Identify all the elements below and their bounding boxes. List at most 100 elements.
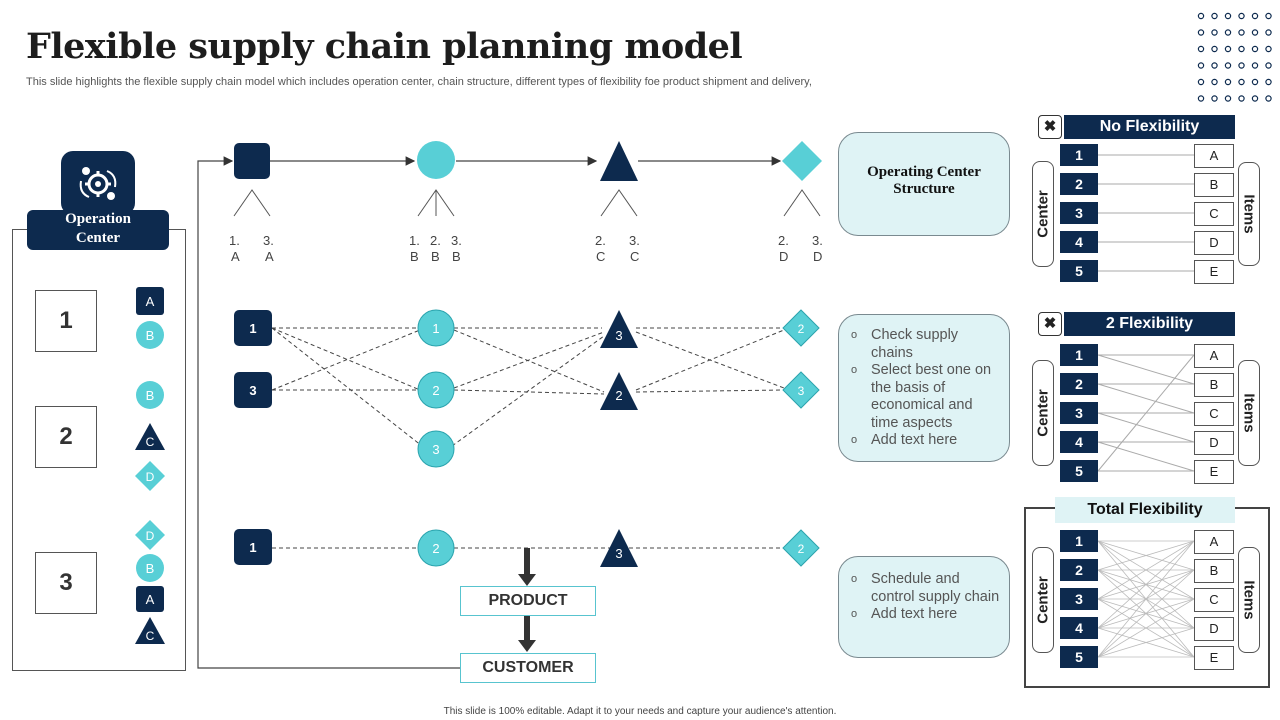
- item-letter: B: [1194, 559, 1234, 583]
- decorative-dot: [1211, 62, 1218, 69]
- svg-text:D: D: [146, 470, 155, 484]
- item-letter: C: [1194, 588, 1234, 612]
- decorative-dot: [1197, 29, 1205, 36]
- svg-text:2: 2: [432, 541, 439, 556]
- flow-connector: [197, 156, 460, 669]
- close-icon: ✖: [1038, 115, 1062, 139]
- center-number: 5: [1060, 460, 1098, 482]
- network-triangle-3: 3: [600, 310, 638, 348]
- decorative-dot: [1238, 12, 1245, 20]
- shape-circle-b: B: [136, 321, 164, 349]
- center-number-1: 1: [35, 290, 97, 352]
- item-letter: C: [1194, 202, 1234, 226]
- center-number: 5: [1060, 260, 1098, 282]
- decorative-dot: [1238, 78, 1245, 86]
- svg-text:3.: 3.: [812, 233, 823, 248]
- decorative-dot: [1265, 12, 1272, 20]
- top-square-node: [234, 143, 270, 179]
- decorative-dot: [1265, 62, 1272, 69]
- decorative-dot: [1211, 12, 1218, 20]
- svg-text:1.: 1.: [229, 233, 240, 248]
- page-title: Flexible supply chain planning model: [26, 26, 743, 67]
- two-flex-links: [1097, 354, 1195, 472]
- item-letter: A: [1194, 344, 1234, 368]
- top-circle-node: [417, 141, 455, 179]
- svg-text:1: 1: [249, 321, 256, 336]
- center-side-label: Center: [1032, 360, 1054, 466]
- item-letter: E: [1194, 260, 1234, 284]
- svg-text:A: A: [231, 249, 240, 264]
- decorative-dot: [1224, 29, 1232, 36]
- item-letter: D: [1194, 431, 1234, 455]
- svg-text:3: 3: [615, 328, 622, 343]
- decorative-dot: [1238, 45, 1245, 53]
- chain-notes-list: Schedule and control supply chain Add te…: [839, 571, 1009, 624]
- customer-box: CUSTOMER: [460, 653, 596, 683]
- chain-diamond-2: 2: [782, 529, 820, 567]
- decorative-dot: [1197, 62, 1205, 69]
- svg-text:2.: 2.: [430, 233, 441, 248]
- top-tags: 1. A 3. A 1. B 2. B 3. B 2. C 3. C 2. D …: [229, 233, 823, 264]
- gears-hands-icon: [79, 167, 117, 200]
- decorative-dot: [1265, 95, 1272, 102]
- list-item: Schedule and control supply chain: [851, 571, 1001, 606]
- list-item: Select best one on the basis of economic…: [851, 362, 1001, 432]
- item-letter: E: [1194, 460, 1234, 484]
- item-letter: B: [1194, 173, 1234, 197]
- svg-text:1: 1: [432, 321, 439, 336]
- top-triangle-node: [600, 141, 638, 181]
- network-notes-box: Check supply chains Select best one on t…: [838, 314, 1010, 462]
- network-links: [271, 327, 785, 549]
- svg-text:3.: 3.: [451, 233, 462, 248]
- decorative-dot: [1238, 29, 1245, 36]
- center-number: 4: [1060, 431, 1098, 453]
- decorative-dot: [1251, 45, 1259, 53]
- operation-center-icon-badge: [61, 151, 135, 215]
- flex-link: [1097, 540, 1195, 571]
- decorative-dot: [1224, 45, 1232, 53]
- flex-link: [1097, 598, 1195, 658]
- item-letter: A: [1194, 144, 1234, 168]
- flex-link: [1097, 540, 1195, 629]
- svg-text:B: B: [146, 328, 155, 343]
- network-circle-3: 3: [417, 430, 455, 468]
- network-circle-2: 2: [417, 371, 455, 409]
- svg-text:B: B: [452, 249, 461, 264]
- network-square-3: 3: [234, 372, 272, 408]
- center-number: 3: [1060, 202, 1098, 224]
- decorative-dot: [1211, 78, 1218, 86]
- svg-text:B: B: [431, 249, 440, 264]
- item-letter: A: [1194, 530, 1234, 554]
- svg-text:A: A: [265, 249, 274, 264]
- svg-text:C: C: [596, 249, 605, 264]
- decorative-dot: [1265, 45, 1272, 53]
- operating-center-structure-box: Operating Center Structure: [838, 132, 1010, 236]
- svg-text:C: C: [630, 249, 639, 264]
- total-flex-links: [1097, 540, 1195, 658]
- center-number: 3: [1060, 588, 1098, 610]
- decorative-dot: [1238, 95, 1245, 102]
- network-notes-list: Check supply chains Select best one on t…: [839, 327, 1009, 450]
- decorative-dot: [1224, 62, 1232, 69]
- decorative-dot: [1211, 95, 1218, 102]
- decorative-dot: [1251, 78, 1259, 86]
- svg-text:3.: 3.: [263, 233, 274, 248]
- svg-text:2.: 2.: [595, 233, 606, 248]
- decorative-dot: [1197, 45, 1205, 53]
- svg-text:3.: 3.: [629, 233, 640, 248]
- list-item: Add text here: [851, 432, 1001, 450]
- top-diamond-node: [782, 141, 822, 181]
- svg-text:B: B: [146, 561, 155, 576]
- center-number: 3: [1060, 402, 1098, 424]
- center-number: 1: [1060, 530, 1098, 552]
- network-diamond-3: 3: [782, 371, 820, 409]
- svg-text:D: D: [813, 249, 822, 264]
- close-icon: ✖: [1038, 312, 1062, 336]
- svg-text:D: D: [146, 529, 155, 543]
- decorative-dot: [1224, 78, 1232, 86]
- chain-triangle-3: 3: [600, 529, 638, 567]
- decorative-dot: [1238, 62, 1245, 69]
- decorative-dot: [1224, 95, 1232, 102]
- center-number: 2: [1060, 173, 1098, 195]
- down-arrows: [518, 548, 536, 652]
